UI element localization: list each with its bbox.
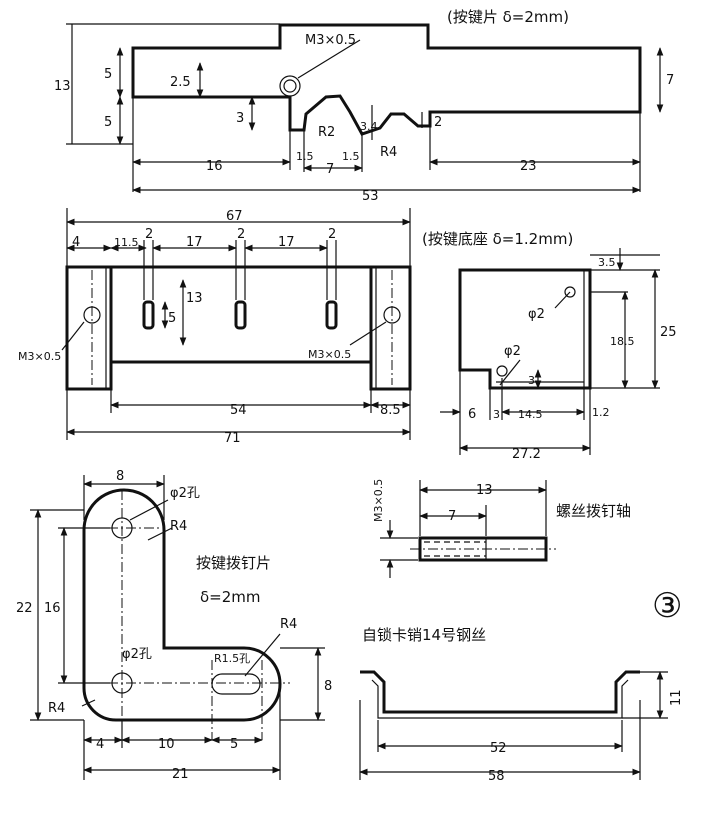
slot-2 [234, 300, 247, 330]
key-plate-caption: (按键片 δ=2mm) [447, 8, 569, 26]
m3-hole-inner [283, 79, 297, 93]
r1-5-slot [211, 673, 261, 695]
dim-21: 21 [172, 767, 189, 782]
radius-r4-bottom: R4 [48, 701, 65, 716]
dim-16-dial: 16 [44, 601, 61, 616]
dim-25: 25 [660, 325, 677, 340]
dim-5-slot: 5 [168, 311, 176, 326]
radius-r2: R2 [318, 125, 335, 140]
dim-22: 22 [16, 601, 33, 616]
dim-7-screw: 7 [448, 509, 456, 524]
dim-2-5: 2.5 [170, 75, 191, 90]
slot-3 [325, 300, 338, 330]
dim-58: 58 [488, 769, 505, 784]
dim-2-slot3: 2 [328, 227, 336, 242]
dim-4-dial: 4 [96, 737, 104, 752]
dim-53: 53 [362, 189, 379, 204]
thread-right-label: M3×0.5 [308, 348, 351, 361]
figure-number-label: ③ [652, 586, 682, 626]
dim-17-right: 17 [278, 235, 295, 250]
dim-1-5-right: 1.5 [342, 150, 360, 163]
dim-3-vertical: 3 [528, 374, 535, 387]
dim-13-screw: 13 [476, 483, 493, 498]
dial-plate-thickness: δ=2mm [200, 588, 261, 606]
phi2-hole-upper [564, 286, 576, 298]
dim-7-mid: 7 [326, 162, 334, 177]
hole-bottom-label: φ2孔 [122, 647, 152, 662]
key-base-view: (按键底座 δ=1.2mm) 67 4 11.5 2 2 2 17 17 5 1… [18, 208, 573, 446]
screw-thread-label: M3×0.5 [372, 479, 385, 522]
dim-17-left: 17 [186, 235, 203, 250]
lock-pin-view: 自锁卡销14号钢丝 11 52 58 [359, 626, 684, 784]
dim-2-slot2: 2 [237, 227, 245, 242]
figure-number: ③ ③ 3 [652, 586, 682, 626]
screw-axis-caption: 螺丝拨钉轴 [556, 502, 631, 520]
dim-2-slot1: 2 [145, 227, 153, 242]
dim-8-right: 8 [324, 679, 332, 694]
base-body [111, 265, 371, 364]
dim-16: 16 [206, 159, 223, 174]
dim-27-2: 27.2 [512, 447, 541, 462]
phi2-lower-label: φ2 [504, 344, 521, 359]
radius-r4-top: R4 [170, 519, 187, 534]
dim-5-top: 5 [104, 67, 112, 82]
dim-8-5: 8.5 [380, 403, 401, 418]
dim-14-5: 14.5 [518, 408, 543, 421]
dim-52: 52 [490, 741, 507, 756]
dial-plate-outline [82, 488, 282, 722]
dim-8-top: 8 [116, 469, 124, 484]
key-plate-outline [131, 23, 642, 136]
dim-5-dial: 5 [230, 737, 238, 752]
thread-leader [297, 39, 361, 79]
dim-71: 71 [224, 431, 241, 446]
dim-11-5: 11.5 [114, 236, 139, 249]
base-side-view: 3.5 25 18.5 φ2 φ2 3 6 3 14.5 1.2 27.2 [440, 248, 677, 462]
base-left-flange [65, 265, 113, 391]
slot-1 [142, 300, 155, 330]
dim-2: 2 [434, 115, 442, 130]
radius-r4-right: R4 [280, 617, 297, 632]
dim-4: 4 [72, 235, 80, 250]
base-side-outline [458, 268, 592, 390]
lock-pin-caption: 自锁卡销14号钢丝 [362, 626, 486, 644]
dim-3: 3 [236, 111, 244, 126]
dim-7: 7 [666, 73, 674, 88]
dim-67: 67 [226, 209, 243, 224]
lock-pin-inner [371, 679, 629, 719]
phi2-hole-lower [496, 365, 508, 377]
dim-1-5-left: 1.5 [296, 150, 314, 163]
lock-pin-outer [360, 670, 640, 714]
dim-3-5: 3.5 [598, 256, 616, 269]
dim-11: 11 [669, 689, 684, 706]
m3-hole [279, 75, 301, 97]
dim-13-slot: 13 [186, 291, 203, 306]
dim-5-bottom: 5 [104, 115, 112, 130]
radius-r4: R4 [380, 145, 397, 160]
dim-1-2: 1.2 [592, 406, 610, 419]
thread-left-label: M3×0.5 [18, 350, 61, 363]
key-base-caption: (按键底座 δ=1.2mm) [422, 230, 573, 248]
dim-6: 6 [468, 407, 476, 422]
dim-54: 54 [230, 403, 247, 418]
dial-plate-caption: 按键拨钉片 [196, 554, 271, 572]
hole-top-label: φ2孔 [170, 486, 200, 501]
dim-10: 10 [158, 737, 175, 752]
dial-plate-view: 按键拨钉片 δ=2mm 8 φ2孔 R4 22 16 φ2孔 R1.5孔 R4 … [16, 469, 332, 782]
key-plate-view: (按键片 δ=2mm) 13 5 5 7 2.5 3 M3×0.5 R2 R4 … [54, 8, 674, 204]
thread-m3-label: M3×0.5 [305, 33, 356, 48]
dim-13: 13 [54, 79, 71, 94]
dim-3-4: 3.4 [360, 120, 378, 133]
screw-axis-view: 螺丝拨钉轴 M3×0.5 13 7 [372, 479, 631, 578]
phi2-upper-label: φ2 [528, 307, 545, 322]
dim-3-base: 3 [493, 408, 500, 421]
dim-23: 23 [520, 159, 537, 174]
dim-18-5: 18.5 [610, 335, 635, 348]
slot-label: R1.5孔 [214, 652, 250, 665]
